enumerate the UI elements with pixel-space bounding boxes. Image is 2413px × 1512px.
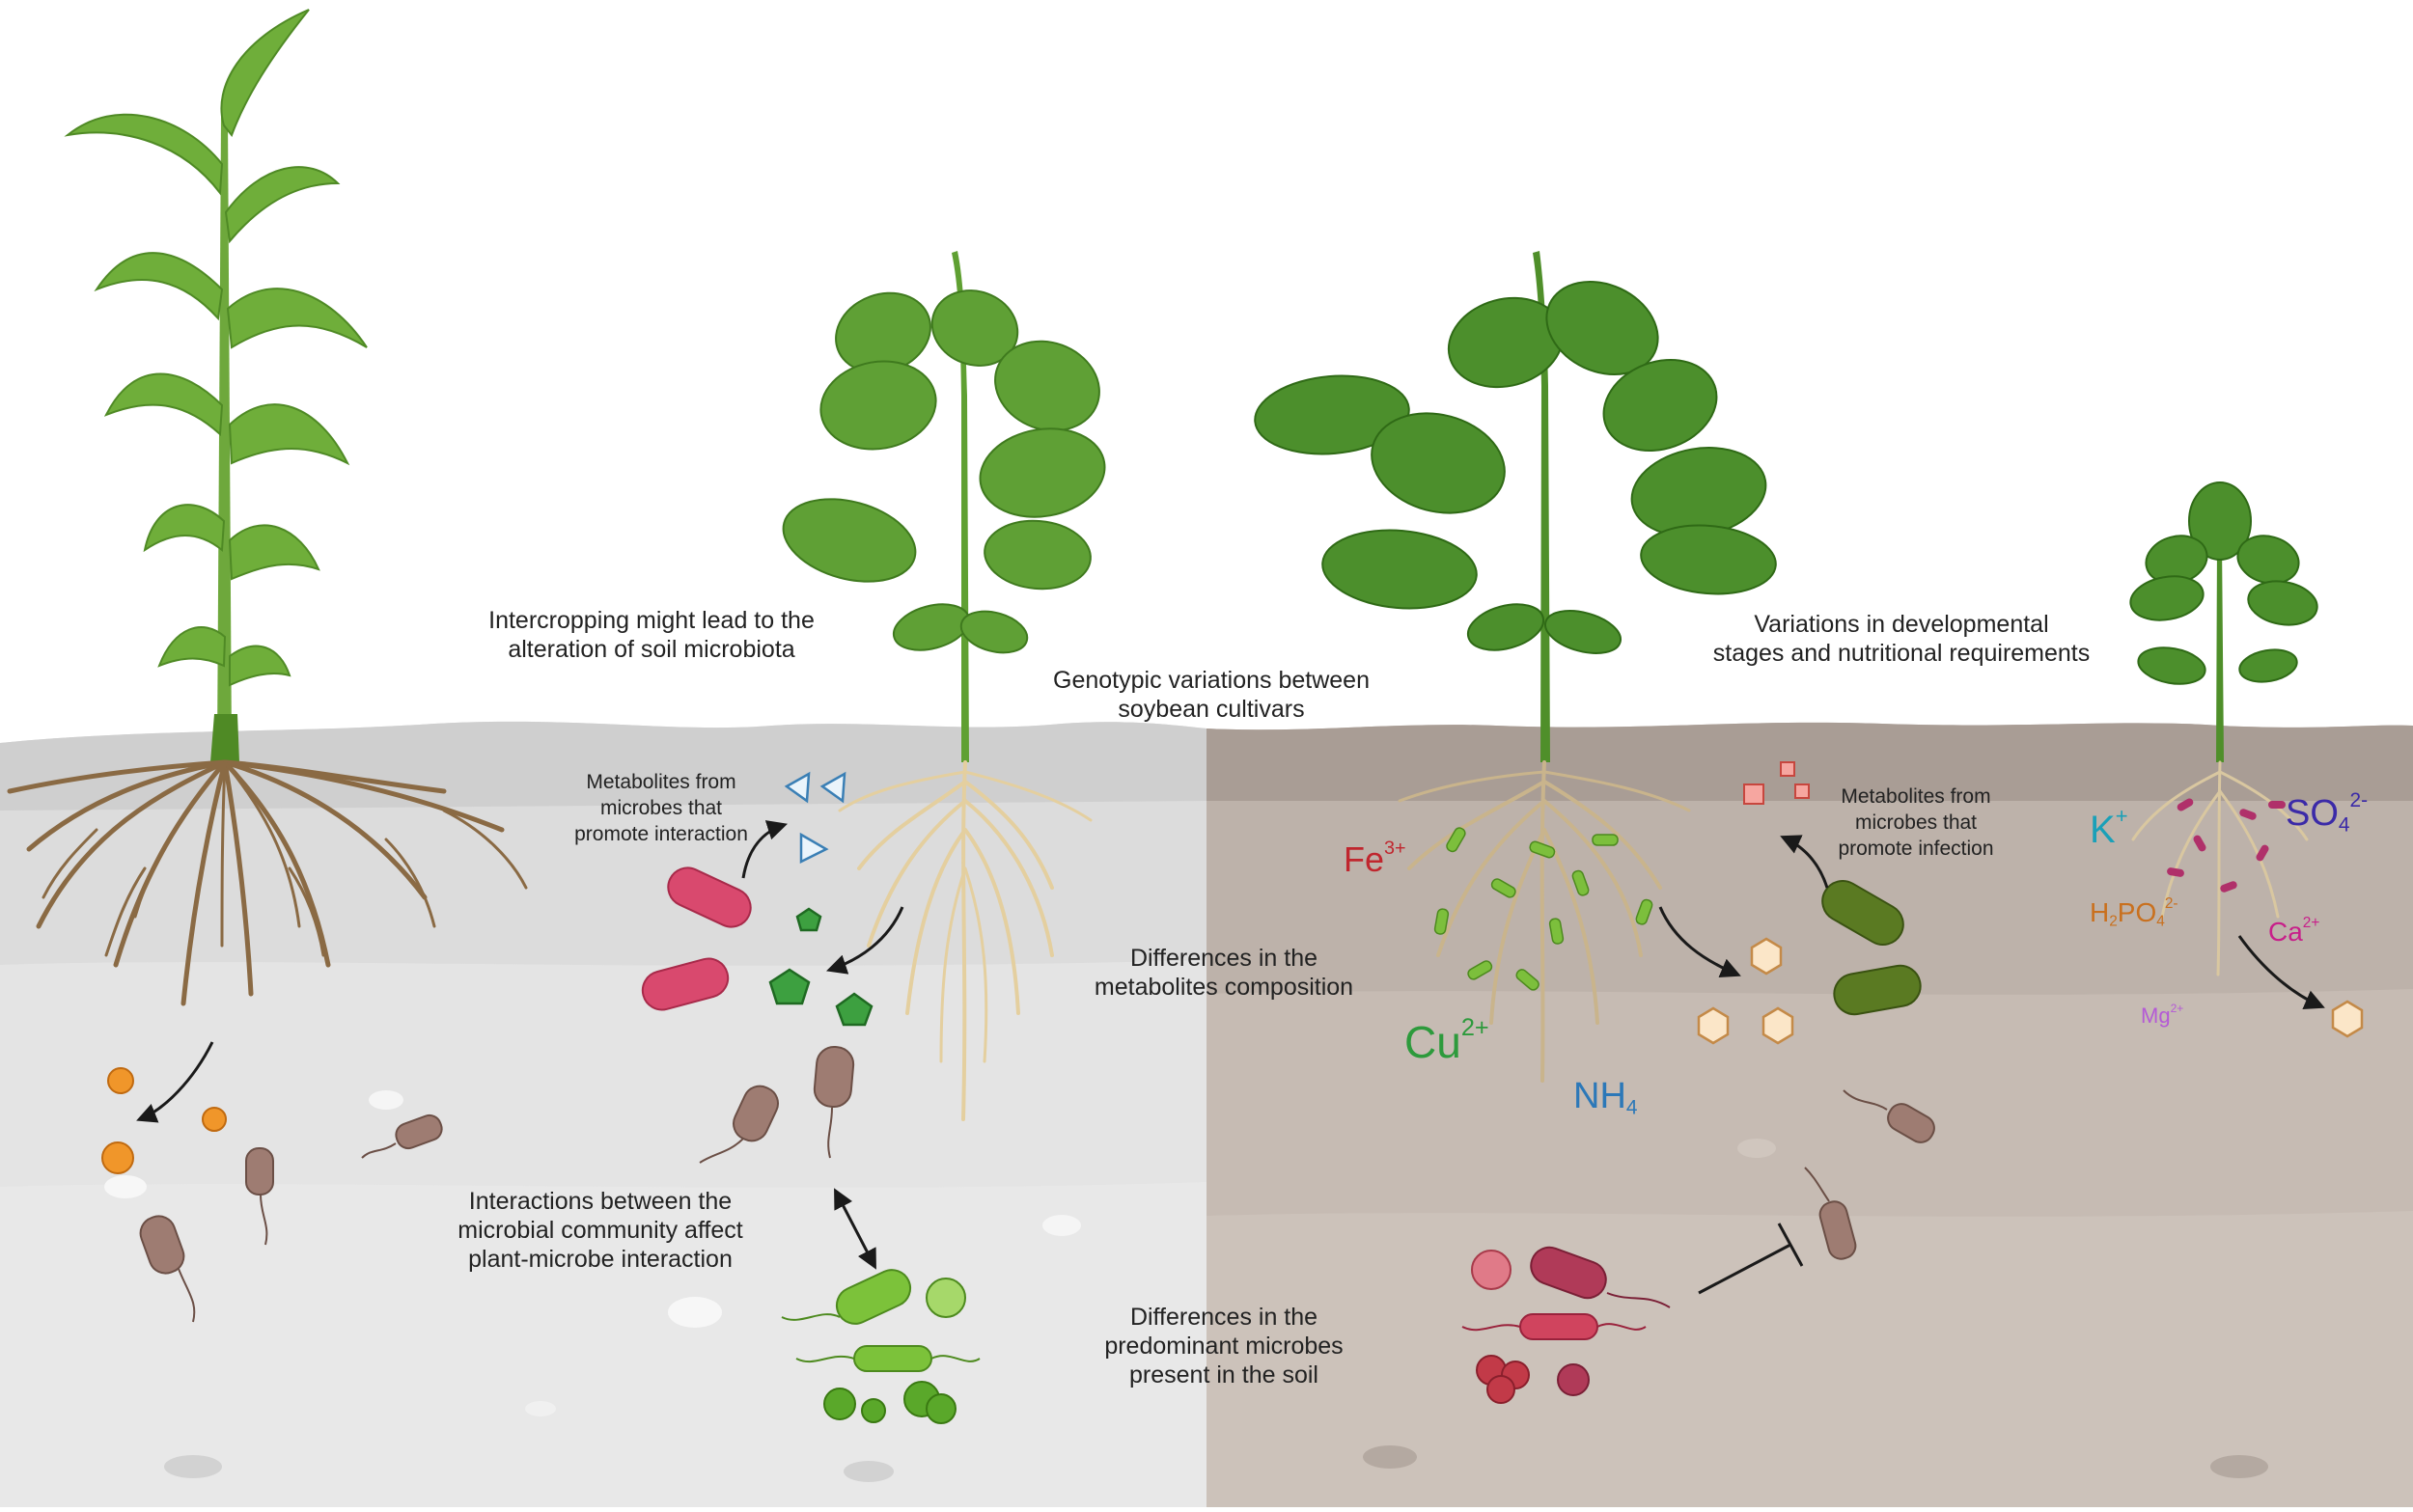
ion-so4-subscript: 4 xyxy=(2338,813,2350,837)
label-metabolites-infection: Metabolites from microbes that promote i… xyxy=(1838,783,1993,862)
inhibition-arrow xyxy=(1698,1223,1804,1295)
ion-mg-charge: 2+ xyxy=(2170,1002,2184,1016)
orange-particles xyxy=(101,1067,227,1174)
ion-ca-base: Ca xyxy=(2268,917,2303,947)
double-arrow xyxy=(834,1188,876,1270)
ion-so4: SO42- xyxy=(2286,790,2368,837)
label-metabolites-composition: Differences in the metabolites compositi… xyxy=(1095,944,1353,1002)
ion-mg-base: Mg xyxy=(2141,1003,2171,1028)
label-metabolites-interaction-line1: Metabolites from xyxy=(586,771,736,793)
label-interactions-community-line3: plant-microbe interaction xyxy=(468,1246,733,1273)
ion-h2po4-charge: 2- xyxy=(2164,895,2178,913)
label-metabolites-composition-line2: metabolites composition xyxy=(1094,974,1354,1001)
ion-cu-charge: 2+ xyxy=(1460,1014,1489,1042)
soybean-roots-1 xyxy=(838,760,1093,1121)
label-genotypic-line2: soybean cultivars xyxy=(1118,696,1305,723)
ion-fe: Fe3+ xyxy=(1344,838,1406,880)
ion-cu: Cu2+ xyxy=(1404,1016,1489,1068)
ion-h2po4-h: H xyxy=(2090,897,2110,927)
label-metabolites-composition-line1: Differences in the xyxy=(1129,945,1318,972)
label-metabolites-infection-line1: Metabolites from xyxy=(1841,785,1991,808)
brown-rods xyxy=(139,1045,1935,1275)
ion-nh4-base: NH xyxy=(1573,1076,1626,1116)
soybean-roots-2 xyxy=(1398,760,1691,1083)
label-interactions-community-line1: Interactions between the xyxy=(468,1188,733,1215)
ion-ca-charge: 2+ xyxy=(2302,915,2320,932)
label-interactions-community-line2: microbial community affect xyxy=(458,1217,743,1244)
label-intercropping-line2: alteration of soil microbiota xyxy=(508,636,795,663)
soybean-plant-2 xyxy=(1254,251,1777,762)
maize-plant xyxy=(64,9,368,762)
label-metabolites-infection-line2: microbes that xyxy=(1854,811,1978,834)
blue-triangles xyxy=(784,771,846,865)
label-genotypic-line1: Genotypic variations between xyxy=(1053,667,1370,694)
label-predominant-microbes: Differences in the predominant microbes … xyxy=(1104,1303,1343,1389)
soybean-plant-3 xyxy=(2129,481,2318,762)
label-intercropping: Intercropping might lead to the alterati… xyxy=(488,606,815,664)
green-pentagons xyxy=(768,907,874,1027)
ion-h2po4-sub2: 4 xyxy=(2156,913,2165,930)
ion-h2po4-po: PO xyxy=(2117,897,2157,927)
soybean-plant-1 xyxy=(782,251,1106,762)
soil-left xyxy=(0,721,1206,1507)
pink-bacteria xyxy=(641,866,752,1011)
arrow-roots3-to-hexagon xyxy=(2237,935,2325,1009)
ion-nh4: NH4 xyxy=(1573,1076,1638,1117)
arrow-pink-to-metabolites xyxy=(741,820,789,879)
ion-nh4-subscript: 4 xyxy=(1625,1096,1638,1119)
arrow-bacteria-to-metabolites xyxy=(1780,835,1829,889)
ion-k: K+ xyxy=(2090,806,2128,852)
arrow-maize-to-particles xyxy=(136,1041,214,1123)
label-metabolites-interaction: Metabolites from microbes that promote i… xyxy=(574,769,748,847)
label-predominant-microbes-line2: predominant microbes xyxy=(1104,1333,1344,1360)
dark-green-bacteria xyxy=(1821,880,1922,1016)
root-microbes-soy3 xyxy=(2167,798,2286,893)
label-metabolites-interaction-line2: microbes that xyxy=(599,797,723,819)
ion-cu-base: Cu xyxy=(1404,1017,1461,1067)
label-metabolites-interaction-line3: promote interaction xyxy=(574,823,748,845)
rod-flagella xyxy=(178,1089,1888,1323)
ion-h2po4: H2PO42- xyxy=(2090,895,2178,930)
label-variations-dev-line2: stages and nutritional requirements xyxy=(1712,640,2091,667)
label-variations-dev: Variations in developmental stages and n… xyxy=(1713,610,2091,668)
green-microbes xyxy=(781,1269,981,1424)
soybean-roots-3 xyxy=(2131,760,2309,976)
ion-so4-base: SO xyxy=(2286,793,2339,834)
ion-so4-charge: 2- xyxy=(2349,789,2369,812)
maize-roots xyxy=(7,759,528,1006)
red-microbes xyxy=(1461,1246,1671,1404)
label-intercropping-line1: Intercropping might lead to the xyxy=(488,607,815,634)
ion-h2po4-sub1: 2 xyxy=(2109,913,2118,930)
ion-mg: Mg2+ xyxy=(2141,1003,2183,1029)
label-predominant-microbes-line1: Differences in the xyxy=(1129,1304,1318,1331)
tan-hexagons xyxy=(1697,937,2364,1045)
root-bacteria-soy2 xyxy=(1433,827,1653,991)
label-genotypic: Genotypic variations between soybean cul… xyxy=(1053,666,1370,724)
label-variations-dev-line1: Variations in developmental xyxy=(1754,611,2049,638)
ion-ca: Ca2+ xyxy=(2268,915,2320,948)
ion-fe-charge: 3+ xyxy=(1384,838,1406,860)
pink-squares xyxy=(1743,761,1810,805)
label-predominant-microbes-line3: present in the soil xyxy=(1129,1361,1318,1388)
ion-fe-base: Fe xyxy=(1344,839,1385,879)
label-metabolites-infection-line3: promote infection xyxy=(1838,838,1994,860)
ion-k-charge: + xyxy=(2115,804,2128,829)
label-interactions-community: Interactions between the microbial commu… xyxy=(458,1187,742,1274)
arrow-soybean-to-pentagon xyxy=(826,906,904,975)
arrow-roots-to-hexagon xyxy=(1658,906,1741,978)
ion-k-base: K xyxy=(2090,809,2116,851)
